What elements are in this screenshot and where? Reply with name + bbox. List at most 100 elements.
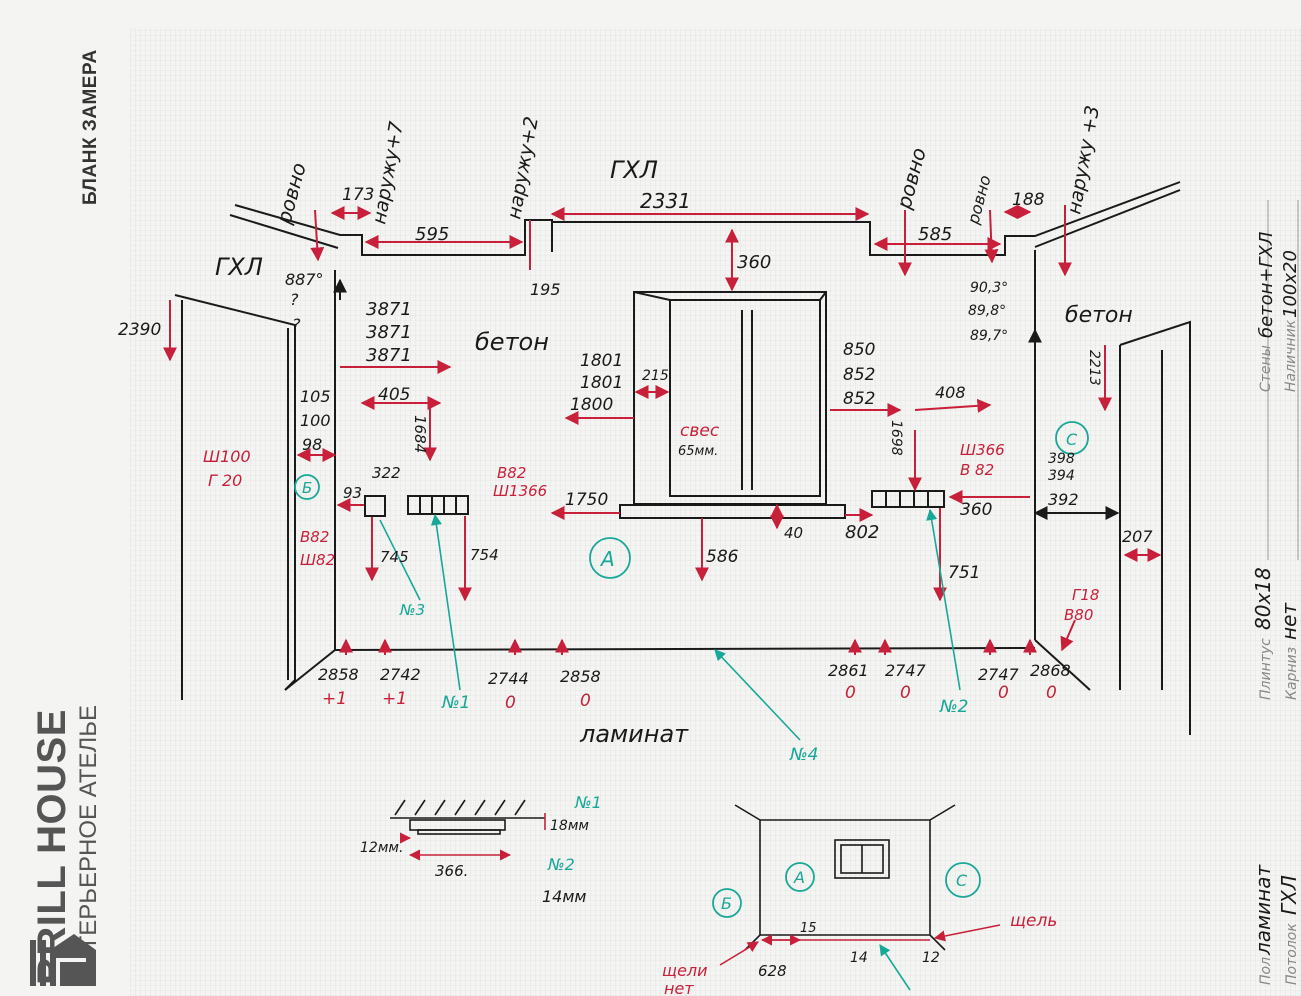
dim-215: 215 — [642, 368, 669, 384]
label-beton-right: бетон — [1065, 303, 1133, 328]
dim-405: 405 — [378, 385, 410, 405]
label-detail-n1: №1 — [574, 793, 602, 812]
question-mark-2: ? — [292, 315, 301, 334]
mini-dim-628: 628 — [758, 962, 787, 980]
question-mark-1: ? — [290, 290, 299, 309]
label-n2: №2 — [939, 697, 969, 717]
height-2858-left: 2858 — [318, 665, 359, 684]
dim-1801-a: 1801 — [580, 351, 623, 371]
dim-1698: 1698 — [888, 420, 904, 456]
label-sh100: Ш100 — [203, 447, 251, 466]
label-v82-left: В82 — [300, 528, 329, 546]
dim-392: 392 — [1048, 490, 1079, 509]
delta-h2: +1 — [382, 689, 407, 709]
dim-98: 98 — [302, 435, 322, 454]
form-walls-label: Стены — [1258, 345, 1274, 392]
dimension-lines — [163, 205, 1162, 655]
label-svec: свес — [680, 421, 720, 441]
dim-3871-a: 3871 — [366, 299, 412, 320]
dim-105: 105 — [300, 387, 331, 406]
mini-label-gap: щель — [1010, 911, 1057, 931]
ink-arrows — [333, 278, 1120, 520]
dim-398: 398 — [1048, 451, 1075, 467]
dim-173: 173 — [342, 185, 374, 205]
mini-plan-sketch — [734, 804, 956, 951]
label-b-left: Б — [302, 479, 312, 497]
form-karniz-value: нет — [1277, 602, 1301, 640]
mini-label-a: А — [793, 868, 805, 887]
sill-detail-dims — [399, 813, 546, 861]
label-c-wall: С — [1066, 430, 1078, 449]
dim-366-detail: 366. — [435, 862, 468, 880]
dim-745: 745 — [380, 548, 409, 566]
dim-2390: 2390 — [118, 320, 161, 340]
angle-right-3: 89,7° — [970, 328, 1008, 344]
height-2747-a: 2747 — [885, 661, 927, 680]
form-nalichnik-value: 100х20 — [1280, 250, 1301, 318]
dim-360-top: 360 — [737, 252, 771, 273]
form-potolok-value: ГХЛ — [1277, 875, 1301, 915]
dim-40: 40 — [784, 524, 803, 542]
dim-1800: 1800 — [570, 395, 613, 415]
height-2861: 2861 — [828, 661, 869, 680]
dim-195: 195 — [530, 280, 561, 299]
mini-plan-dims — [719, 924, 1001, 966]
label-sh1366: Ш1366 — [493, 482, 547, 500]
label-detail-n2: №2 — [547, 855, 575, 874]
mini-dim-15: 15 — [800, 921, 817, 936]
form-plintus-label: Плинтус — [1258, 638, 1274, 700]
form-pol-value: ламинат — [1251, 864, 1275, 956]
label-g18: Г18 — [1072, 586, 1099, 604]
height-2742: 2742 — [380, 665, 421, 684]
dim-14mm: 14мм — [542, 887, 587, 906]
angle-right-2: 89,8° — [968, 303, 1006, 319]
height-2868: 2868 — [1030, 661, 1071, 680]
dim-850: 850 — [843, 340, 875, 360]
delta-h5: 0 — [845, 683, 856, 703]
right-door — [1119, 320, 1191, 735]
label-v82-radiator: В82 — [497, 464, 526, 482]
delta-h7: 0 — [998, 683, 1009, 703]
mini-dim-14: 14 — [850, 950, 868, 966]
dim-754: 754 — [470, 546, 499, 564]
dim-18mm: 18мм — [550, 818, 589, 834]
dim-207: 207 — [1122, 527, 1153, 546]
angle-right-1: 90,3° — [970, 280, 1008, 296]
dim-2213: 2213 — [1086, 350, 1102, 386]
mini-label-no-gap-2: нет — [664, 979, 694, 996]
dim-802: 802 — [845, 522, 879, 543]
mini-label-no-gap-1: щели — [662, 961, 708, 980]
label-n4: №4 — [789, 745, 819, 765]
dim-1750: 1750 — [565, 490, 608, 510]
height-2747-b: 2747 — [978, 665, 1020, 684]
mini-label-c: С — [956, 871, 968, 890]
dim-100: 100 — [300, 411, 331, 430]
label-laminat: ламинат — [579, 720, 689, 748]
delta-h1: +1 — [322, 689, 347, 709]
dim-188: 188 — [1012, 190, 1045, 210]
dim-852-b: 852 — [843, 389, 875, 409]
dim-12mm: 12мм. — [360, 840, 403, 856]
dim-586: 586 — [706, 547, 739, 567]
label-n1: №1 — [441, 693, 471, 713]
label-sh366: Ш366 — [960, 441, 1005, 459]
dim-1801-b: 1801 — [580, 373, 623, 393]
delta-h8: 0 — [1046, 683, 1057, 703]
form-plintus-value: 80х18 — [1251, 567, 1275, 630]
delta-h3: 0 — [505, 693, 516, 713]
height-2744: 2744 — [488, 669, 529, 688]
callout-leaders — [379, 508, 961, 991]
form-nalichnik-label: Наличник — [1283, 319, 1299, 392]
dim-852-a: 852 — [843, 365, 875, 385]
dim-3871-b: 3871 — [366, 322, 412, 343]
label-n3: №3 — [399, 601, 425, 619]
height-2858-center: 2858 — [560, 667, 601, 686]
dim-2331: 2331 — [640, 189, 691, 213]
label-gkl-left: ГХЛ — [215, 253, 263, 281]
label-v82-right: В 82 — [960, 461, 994, 479]
label-g20: Г 20 — [208, 471, 242, 490]
dim-1684: 1684 — [411, 415, 429, 453]
dim-585: 585 — [918, 224, 952, 245]
mini-label-b: Б — [721, 894, 732, 913]
